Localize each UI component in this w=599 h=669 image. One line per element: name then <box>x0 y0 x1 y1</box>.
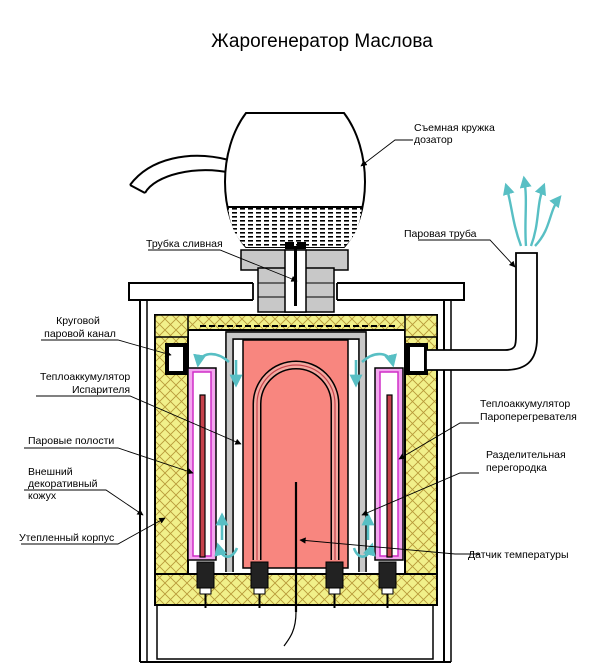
rising-steam-icon <box>503 175 562 247</box>
label-mug-line2: дозатор <box>414 134 453 146</box>
labels: Съемная кружка дозатор Трубка сливная Па… <box>19 122 577 561</box>
label-insulated-body: Утепленный корпус <box>19 532 114 544</box>
label-decor-casing-line3: кожух <box>28 490 57 502</box>
evaporator-accumulator <box>187 367 217 561</box>
label-superheater-line1: Теплоаккумулятор <box>480 398 570 410</box>
diagram-title: Жарогенератор Маслова <box>211 31 433 52</box>
outer-casing <box>128 282 465 663</box>
label-mug-line1: Съемная кружка <box>414 122 495 134</box>
label-temp-sensor: Датчик температуры <box>468 549 569 561</box>
label-partition-line1: Разделительная <box>486 449 566 461</box>
label-partition-line2: перегородка <box>486 462 547 474</box>
label-decor-casing-line2: декоративный <box>28 478 98 490</box>
leader-lines <box>21 139 516 555</box>
ring-steam-channel <box>165 343 428 375</box>
steam-flow-arrows <box>193 352 397 558</box>
label-drain-tube: Трубка сливная <box>146 238 223 250</box>
label-ring-channel-line2: паровой канал <box>44 328 116 340</box>
label-evaporator-line2: Испарителя <box>72 384 130 396</box>
label-ring-channel-line1: Круговой <box>56 315 100 327</box>
superheater-accumulator <box>374 367 404 561</box>
drain-tube <box>240 246 349 313</box>
label-steam-pipe: Паровая труба <box>404 228 477 240</box>
label-superheater-line2: Пароперегревателя <box>480 411 577 423</box>
electrical-connectors <box>196 561 397 608</box>
separation-partition <box>200 325 395 572</box>
label-decor-casing-line1: Внешний <box>28 466 73 478</box>
label-evaporator-line1: Теплоаккумулятор <box>40 371 130 383</box>
heat-core <box>242 339 349 647</box>
steam-pipe <box>425 252 538 371</box>
dispenser-mug <box>129 112 366 249</box>
label-steam-cavities: Паровые полости <box>28 435 114 447</box>
